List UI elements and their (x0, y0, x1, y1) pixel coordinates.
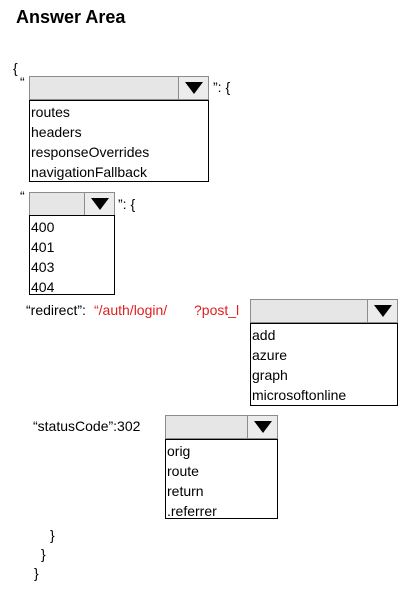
option-400[interactable]: 400 (31, 219, 55, 235)
close-brace: } (50, 527, 55, 543)
redirect-host-field[interactable] (251, 300, 367, 322)
option-routes[interactable]: routes (31, 104, 70, 120)
top-level-key-options: routes headers responseOverrides navigat… (29, 100, 209, 182)
option-add[interactable]: add (252, 327, 276, 343)
redirect-value-part2: ?post_l (194, 302, 240, 318)
redirect-key: “redirect”: (26, 302, 86, 318)
option-referrer[interactable]: .referrer (167, 503, 217, 519)
status-key-options: 400 401 403 404 (29, 215, 115, 295)
answer-area-title: Answer Area (16, 7, 126, 27)
option-404[interactable]: 404 (31, 279, 55, 295)
redirect-host-dropdown[interactable] (250, 299, 398, 323)
open-brace: { (13, 60, 18, 76)
redirect-value-part1: “/auth/login/ (94, 302, 168, 318)
close-brace: } (41, 546, 46, 562)
chevron-down-icon[interactable] (247, 416, 277, 438)
option-orig[interactable]: orig (167, 443, 191, 459)
option-azure[interactable]: azure (252, 347, 288, 363)
top-level-key-dropdown[interactable] (29, 76, 209, 100)
option-return[interactable]: return (167, 483, 204, 499)
option-graph[interactable]: graph (252, 367, 288, 383)
redirect-param-field[interactable] (166, 416, 247, 438)
option-response-overrides[interactable]: responseOverrides (31, 144, 150, 160)
option-403[interactable]: 403 (31, 259, 55, 275)
key-suffix: ”: { (213, 79, 231, 95)
close-brace: } (34, 565, 39, 581)
chevron-down-icon[interactable] (367, 300, 397, 322)
chevron-down-icon[interactable] (178, 77, 208, 99)
status-code-line: “statusCode”:302 (33, 418, 141, 434)
option-401[interactable]: 401 (31, 239, 55, 255)
chevron-down-icon[interactable] (84, 193, 114, 215)
redirect-param-options: orig route return .referrer (165, 439, 278, 519)
status-key-dropdown[interactable] (29, 192, 115, 216)
redirect-param-dropdown[interactable] (165, 415, 278, 439)
option-microsoftonline[interactable]: microsoftonline (252, 387, 347, 403)
quote-open: “ (20, 74, 25, 90)
option-route[interactable]: route (167, 463, 199, 479)
top-level-key-field[interactable] (30, 77, 178, 99)
option-navigation-fallback[interactable]: navigationFallback (31, 164, 147, 180)
option-headers[interactable]: headers (31, 124, 82, 140)
quote-open: “ (20, 188, 25, 204)
status-key-field[interactable] (30, 193, 84, 215)
key-suffix: ”: { (118, 196, 136, 212)
redirect-host-options: add azure graph microsoftonline (250, 323, 398, 406)
